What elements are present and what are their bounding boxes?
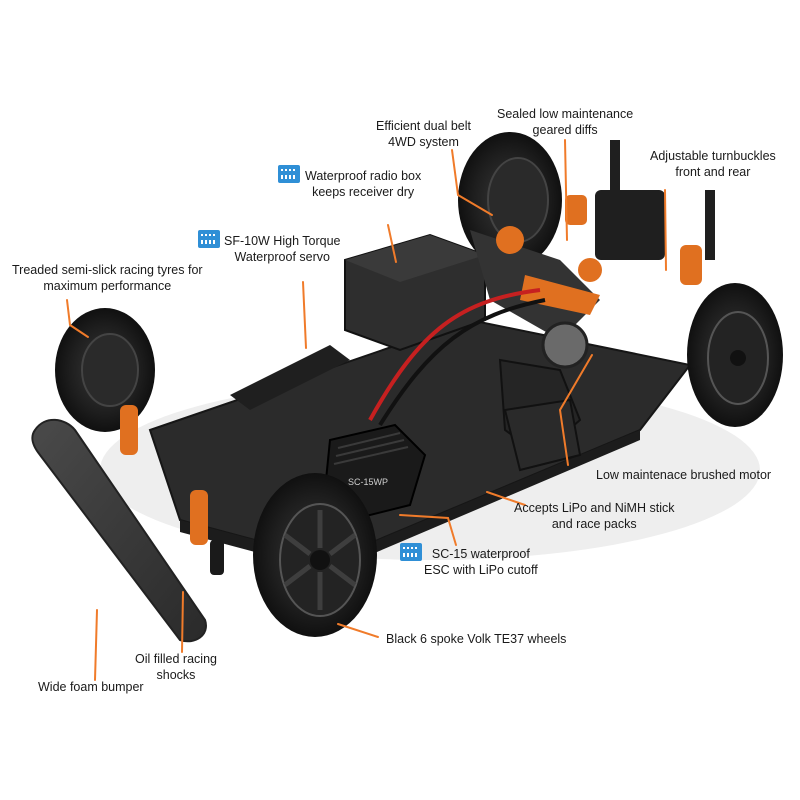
callout-tyres-line2: maximum performance: [43, 279, 172, 293]
leader-geared-diffs: [564, 139, 568, 241]
rear-shock-tower: [565, 140, 715, 285]
waterproof-icon: [198, 230, 220, 248]
callout-turnbuckles: Adjustable turnbuckles front and rear: [650, 148, 776, 180]
leader-dual-belt: [451, 149, 493, 216]
callout-servo: SF-10W High Torque Waterproof servo: [224, 233, 341, 265]
waterproof-icon: [278, 165, 300, 183]
callout-leaders: [66, 139, 667, 681]
callout-servo-line2: Waterproof servo: [234, 250, 330, 264]
callout-esc: SC-15 waterproof ESC with LiPo cutoff: [424, 546, 538, 578]
leader-wheels: [337, 623, 379, 638]
callout-shocks-line2: shocks: [156, 668, 196, 682]
servo-arm: [230, 345, 350, 410]
callout-bumper-line1: Wide foam bumper: [38, 680, 144, 694]
leader-esc: [399, 514, 457, 546]
callout-radio-box-line1: Waterproof radio box: [305, 169, 422, 183]
callout-turnbuckles-line1: Adjustable turnbuckles: [650, 149, 776, 163]
callout-radio-box-line2: keeps receiver dry: [312, 185, 415, 199]
leader-bumper: [94, 609, 98, 681]
callout-esc-line1: SC-15 waterproof: [431, 547, 530, 561]
callout-dual-belt: Efficient dual belt 4WD system: [376, 118, 471, 150]
front-right-tyre: [253, 473, 377, 637]
callout-motor-line1: Low maintenace brushed motor: [596, 468, 772, 482]
wire-red: [368, 288, 541, 421]
leader-radio-box: [387, 224, 397, 263]
callout-geared-diffs-line2: geared diffs: [532, 123, 598, 137]
callout-dual-belt-line2: 4WD system: [388, 135, 459, 149]
callout-geared-diffs: Sealed low maintenance geared diffs: [497, 106, 633, 138]
callout-wheels-line1: Black 6 spoke Volk TE37 wheels: [386, 632, 567, 646]
callout-packs-line1: Accepts LiPo and NiMH stick: [514, 501, 675, 515]
wire-black: [378, 298, 546, 427]
callout-packs: Accepts LiPo and NiMH stick and race pac…: [514, 500, 674, 532]
callout-radio-box: Waterproof radio box keeps receiver dry: [305, 168, 421, 200]
esc-label: SC-15WP: [348, 477, 388, 487]
callout-tyres-line1: Treaded semi-slick racing tyres for: [12, 263, 203, 277]
drivetrain: [470, 226, 602, 369]
callout-turnbuckles-line2: front and rear: [675, 165, 751, 179]
callout-shocks-line1: Oil filled racing: [135, 652, 217, 666]
leader-motor: [558, 354, 593, 466]
rear-right-tyre: [458, 132, 562, 268]
callout-tyres: Treaded semi-slick racing tyres for maxi…: [12, 262, 203, 294]
rear-left-tyre: [687, 283, 783, 427]
waterproof-icon: [400, 543, 422, 561]
callout-shocks: Oil filled racing shocks: [135, 651, 217, 683]
leader-tyres: [66, 299, 89, 338]
foam-bumper: [31, 418, 207, 643]
callout-dual-belt-line1: Efficient dual belt: [376, 119, 471, 133]
callout-bumper: Wide foam bumper: [38, 679, 144, 695]
leader-packs: [486, 491, 526, 506]
leader-turnbuckles: [664, 189, 667, 271]
leader-servo: [302, 281, 307, 349]
front-left-tyre: [55, 308, 155, 432]
callout-motor: Low maintenace brushed motor: [596, 467, 771, 483]
front-shocks: [120, 405, 224, 575]
callout-packs-line2: and race packs: [551, 517, 637, 531]
callout-wheels: Black 6 spoke Volk TE37 wheels: [386, 631, 566, 647]
callout-esc-line2: ESC with LiPo cutoff: [424, 563, 538, 577]
callout-geared-diffs-line1: Sealed low maintenance: [497, 107, 634, 121]
leader-shocks: [181, 591, 184, 653]
callout-servo-line1: SF-10W High Torque: [224, 234, 341, 248]
